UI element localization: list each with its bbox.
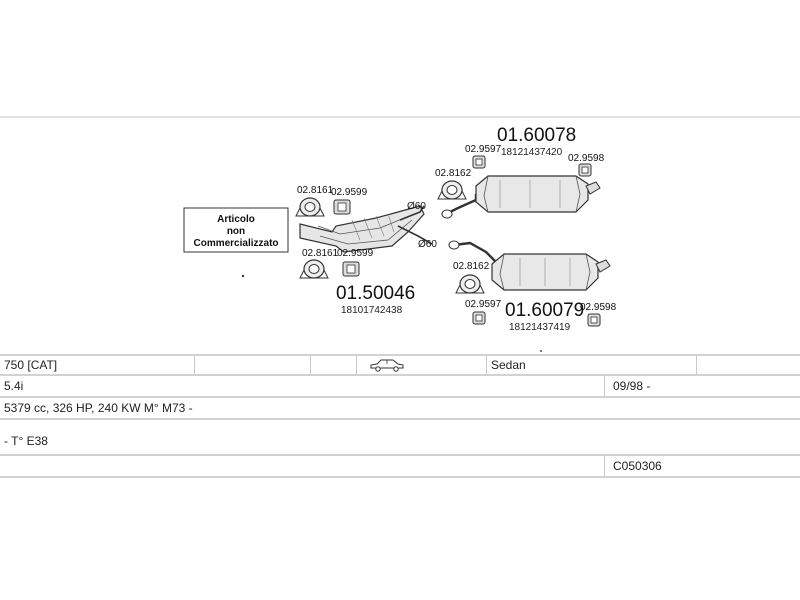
hanger-b-number[interactable]: 02.9599 (337, 248, 374, 259)
clamp-d-number[interactable]: 02.8162 (453, 261, 490, 272)
empty-cell (194, 356, 310, 374)
hanger-icon[interactable] (578, 163, 592, 177)
chassis-cell: - T° E38 (0, 420, 800, 454)
engine-value: 5.4i (4, 379, 24, 393)
vehicle-info-table: 750 [CAT] Sedan 5.4i 09/98 - 5379 cc, 32… (0, 354, 800, 478)
model-value: 750 [CAT] (4, 358, 58, 372)
middle-pipe-part-number[interactable]: 01.50046 (336, 283, 415, 304)
car-sedan-icon (370, 359, 404, 372)
body-type-value: Sedan (491, 358, 526, 372)
engine-cell: 5.4i (0, 376, 604, 396)
rear-muffler-lower-part-number[interactable]: 01.60079 (505, 300, 584, 321)
empty-cell (696, 356, 800, 374)
date-cell: 09/98 - (604, 376, 800, 396)
model-cell: 750 [CAT] (0, 356, 194, 374)
hanger-icon[interactable] (333, 199, 351, 215)
not-sold-line-3: Commercializzato (193, 238, 278, 249)
rear-muffler-upper-part[interactable] (441, 175, 601, 219)
clamp-icon[interactable] (299, 259, 329, 279)
row-model: 750 [CAT] Sedan (0, 354, 800, 376)
specs-cell: 5379 cc, 326 HP, 240 KW M° M73 - (0, 398, 800, 418)
clamp-icon[interactable] (295, 197, 325, 217)
rear-muffler-upper-part-number[interactable]: 01.60078 (497, 125, 576, 146)
hanger-icon[interactable] (587, 313, 601, 327)
empty-cell (310, 356, 356, 374)
body-icon-cell (356, 356, 486, 374)
hanger-d-number[interactable]: 02.9597 (465, 299, 502, 310)
row-code: C050306 (0, 456, 800, 478)
empty-cell (0, 456, 604, 476)
row-engine: 5.4i 09/98 - (0, 376, 800, 398)
clamp-icon[interactable] (437, 180, 467, 200)
clamp-a-number[interactable]: 02.8161 (297, 185, 334, 196)
middle-pipe-part[interactable] (299, 205, 433, 253)
code-cell: C050306 (604, 456, 800, 476)
hanger-c-number[interactable]: 02.9597 (465, 144, 502, 155)
clamp-c-number[interactable]: 02.8162 (435, 168, 472, 179)
clamp-icon[interactable] (455, 274, 485, 294)
row-specs: 5379 cc, 326 HP, 240 KW M° M73 - (0, 398, 800, 420)
not-sold-box: Articolo non Commercializzato (183, 207, 289, 253)
hanger-f-number[interactable]: 02.9598 (580, 302, 617, 313)
code-value[interactable]: C050306 (613, 459, 662, 473)
rear-muffler-lower-part[interactable] (448, 240, 611, 291)
hanger-e-number[interactable]: 02.9598 (568, 153, 605, 164)
clamp-b-number[interactable]: 02.8161 (302, 248, 339, 259)
hanger-icon[interactable] (342, 261, 360, 277)
row-chassis: - T° E38 (0, 420, 800, 456)
dot-mark (540, 350, 542, 352)
dot-mark (241, 274, 245, 278)
diameter-label-1: Ø60 (407, 201, 426, 212)
specs-value: 5379 cc, 326 HP, 240 KW M° M73 - (4, 401, 193, 415)
exhaust-diagram: Articolo non Commercializzato Ø60 Ø60 01… (0, 116, 800, 352)
middle-pipe-oem-number: 18101742438 (341, 305, 403, 316)
production-date-value: 09/98 - (613, 379, 651, 393)
not-sold-line-1: Articolo (217, 214, 255, 225)
rear-muffler-lower-oem-number: 18121437419 (509, 322, 571, 333)
diameter-label-2: Ø60 (418, 239, 437, 250)
hanger-icon[interactable] (472, 311, 486, 325)
body-type-cell: Sedan (486, 356, 696, 374)
not-sold-line-2: non (227, 226, 245, 237)
chassis-value: - T° E38 (4, 434, 48, 448)
rear-muffler-upper-oem-number: 18121437420 (501, 147, 563, 158)
hanger-a-number[interactable]: 02.9599 (331, 187, 368, 198)
hanger-icon[interactable] (472, 155, 486, 169)
